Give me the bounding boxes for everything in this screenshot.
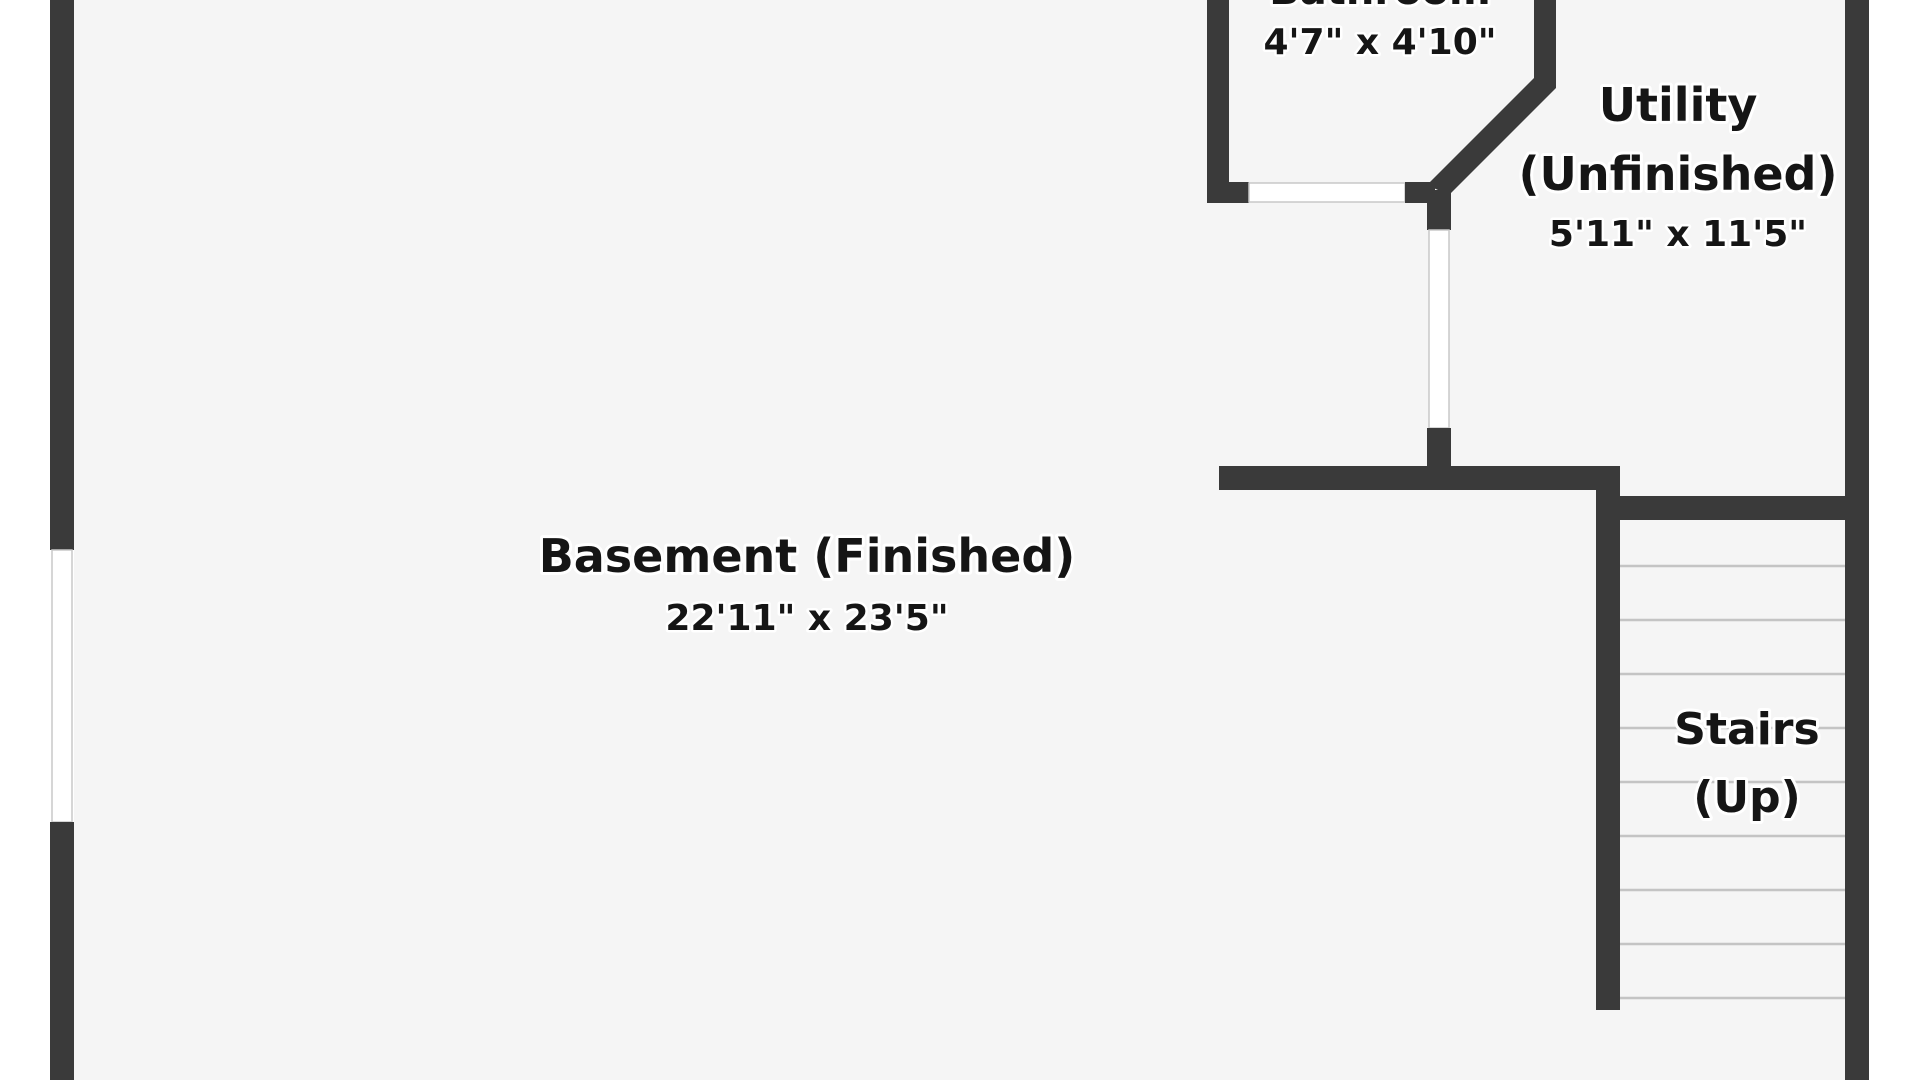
bathroom-wall-bottom-left [1207, 182, 1249, 203]
room-dimensions-bathroom: 4'7" x 4'10" [1263, 22, 1496, 63]
exterior-wall-right [1845, 0, 1869, 1080]
label-utility: Utility (Unfinished) 5'11" x 11'5" [1515, 75, 1840, 258]
utility-wall-upper [1427, 190, 1451, 230]
bathroom-door-opening [1248, 182, 1406, 203]
room-name-bathroom: Bathroom [1269, 0, 1490, 14]
room-name-stairs-line2: (Up) [1693, 772, 1800, 823]
window-left [51, 549, 73, 823]
bathroom-wall-left [1207, 0, 1229, 203]
exterior-wall-left-lower [50, 822, 74, 1080]
stair-treads [1620, 564, 1847, 1000]
label-bathroom: Bathroom 4'7" x 4'10" [1261, 0, 1499, 66]
room-dimensions-utility: 5'11" x 11'5" [1549, 214, 1807, 255]
exterior-wall-left-upper [50, 0, 74, 550]
stairs-wall-top [1596, 496, 1866, 520]
label-basement: Basement (Finished) 22'11" x 23'5" [536, 526, 1079, 642]
room-name-basement: Basement (Finished) [539, 529, 1076, 583]
utility-wall-bottom [1219, 466, 1619, 490]
room-dimensions-basement: 22'11" x 23'5" [665, 598, 948, 639]
bathroom-wall-right [1534, 0, 1556, 88]
room-name-stairs-line1: Stairs [1674, 704, 1819, 755]
label-stairs: Stairs (Up) [1671, 701, 1822, 826]
room-name-utility-line2: (Unfinished) [1518, 147, 1837, 201]
utility-door-opening [1428, 229, 1450, 429]
bathroom-wall-diagonal [1427, 78, 1556, 195]
room-name-utility-line1: Utility [1599, 78, 1758, 132]
stairs-wall-left [1596, 496, 1620, 1010]
floor-area [74, 0, 1850, 1080]
